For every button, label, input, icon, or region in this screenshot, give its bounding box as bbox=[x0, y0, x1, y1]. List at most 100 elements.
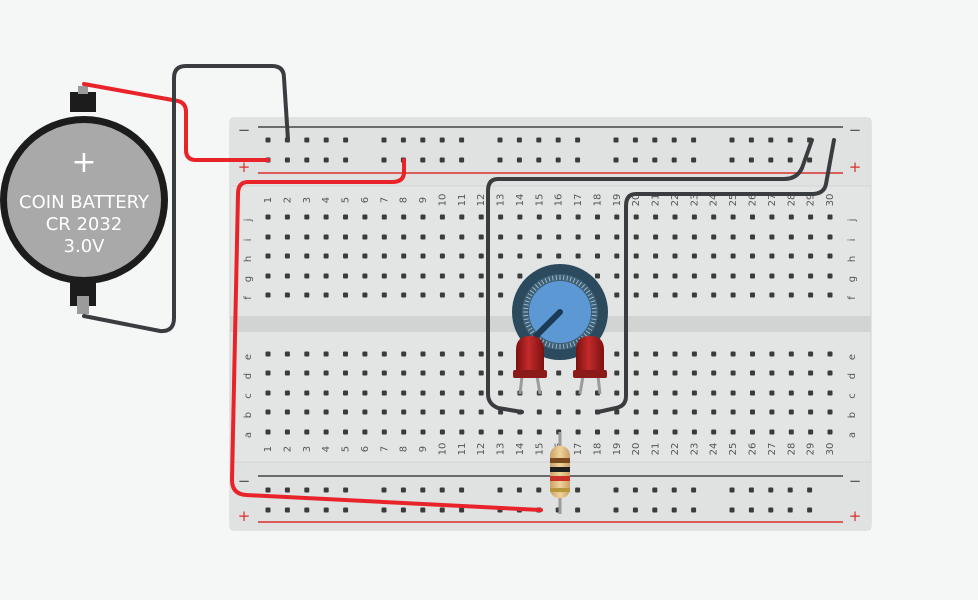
breadboard-hole[interactable] bbox=[691, 409, 697, 415]
breadboard-hole[interactable] bbox=[730, 292, 736, 298]
breadboard-hole[interactable] bbox=[265, 253, 271, 259]
breadboard-hole[interactable] bbox=[808, 429, 814, 435]
breadboard-hole[interactable] bbox=[808, 214, 814, 220]
breadboard-hole[interactable] bbox=[711, 370, 717, 376]
breadboard-hole[interactable] bbox=[459, 390, 465, 396]
breadboard-hole[interactable] bbox=[672, 370, 678, 376]
breadboard-hole[interactable] bbox=[808, 292, 814, 298]
breadboard-hole[interactable] bbox=[497, 157, 503, 163]
breadboard-hole[interactable] bbox=[381, 214, 387, 220]
breadboard-hole[interactable] bbox=[613, 507, 619, 513]
breadboard-hole[interactable] bbox=[768, 507, 774, 513]
breadboard-hole[interactable] bbox=[265, 409, 271, 415]
breadboard-hole[interactable] bbox=[284, 292, 290, 298]
breadboard-hole[interactable] bbox=[653, 292, 659, 298]
breadboard-hole[interactable] bbox=[439, 507, 445, 513]
breadboard-hole[interactable] bbox=[517, 234, 523, 240]
breadboard-hole[interactable] bbox=[284, 253, 290, 259]
breadboard-hole[interactable] bbox=[439, 370, 445, 376]
breadboard-hole[interactable] bbox=[575, 487, 581, 493]
breadboard-hole[interactable] bbox=[362, 429, 368, 435]
breadboard-hole[interactable] bbox=[401, 214, 407, 220]
breadboard-hole[interactable] bbox=[730, 409, 736, 415]
breadboard-hole[interactable] bbox=[343, 273, 348, 279]
wire-black-rail-to-led-right[interactable] bbox=[596, 138, 836, 414]
breadboard-hole[interactable] bbox=[633, 273, 639, 279]
breadboard-hole[interactable] bbox=[498, 214, 504, 220]
breadboard-hole[interactable] bbox=[439, 214, 445, 220]
breadboard-hole[interactable] bbox=[614, 409, 620, 415]
breadboard-hole[interactable] bbox=[439, 253, 445, 259]
breadboard-hole[interactable] bbox=[381, 370, 387, 376]
breadboard-hole[interactable] bbox=[323, 234, 329, 240]
breadboard-hole[interactable] bbox=[729, 507, 735, 513]
breadboard-hole[interactable] bbox=[439, 234, 445, 240]
breadboard-hole[interactable] bbox=[653, 429, 659, 435]
breadboard-hole[interactable] bbox=[788, 409, 794, 415]
breadboard-hole[interactable] bbox=[730, 273, 736, 279]
breadboard-hole[interactable] bbox=[284, 487, 290, 493]
breadboard-hole[interactable] bbox=[827, 253, 833, 259]
breadboard-hole[interactable] bbox=[671, 137, 677, 143]
breadboard-hole[interactable] bbox=[401, 409, 407, 415]
breadboard-hole[interactable] bbox=[400, 507, 406, 513]
breadboard-hole[interactable] bbox=[691, 390, 697, 396]
breadboard-hole[interactable] bbox=[691, 234, 697, 240]
breadboard-hole[interactable] bbox=[265, 370, 271, 376]
led-right[interactable] bbox=[573, 336, 607, 395]
breadboard-hole[interactable] bbox=[498, 351, 504, 357]
breadboard-hole[interactable] bbox=[459, 487, 465, 493]
breadboard-hole[interactable] bbox=[729, 137, 735, 143]
breadboard-hole[interactable] bbox=[768, 487, 774, 493]
breadboard-hole[interactable] bbox=[420, 409, 426, 415]
breadboard-hole[interactable] bbox=[555, 157, 561, 163]
breadboard-hole[interactable] bbox=[536, 234, 542, 240]
breadboard-hole[interactable] bbox=[265, 390, 271, 396]
breadboard-hole[interactable] bbox=[827, 234, 833, 240]
breadboard-hole[interactable] bbox=[575, 157, 581, 163]
breadboard-hole[interactable] bbox=[652, 487, 658, 493]
breadboard-hole[interactable] bbox=[420, 390, 426, 396]
breadboard-hole[interactable] bbox=[769, 390, 775, 396]
breadboard-hole[interactable] bbox=[381, 351, 387, 357]
breadboard-hole[interactable] bbox=[748, 507, 754, 513]
breadboard-hole[interactable] bbox=[827, 429, 833, 435]
breadboard-hole[interactable] bbox=[614, 351, 620, 357]
breadboard-hole[interactable] bbox=[536, 157, 542, 163]
breadboard-hole[interactable] bbox=[827, 351, 833, 357]
breadboard-hole[interactable] bbox=[730, 390, 736, 396]
breadboard-hole[interactable] bbox=[536, 409, 542, 415]
breadboard-hole[interactable] bbox=[691, 507, 697, 513]
breadboard-hole[interactable] bbox=[439, 390, 445, 396]
breadboard-hole[interactable] bbox=[265, 487, 271, 493]
breadboard-hole[interactable] bbox=[517, 429, 523, 435]
breadboard-hole[interactable] bbox=[284, 273, 290, 279]
breadboard-hole[interactable] bbox=[691, 157, 697, 163]
breadboard-hole[interactable] bbox=[788, 253, 794, 259]
breadboard-hole[interactable] bbox=[729, 157, 735, 163]
breadboard-hole[interactable] bbox=[556, 390, 562, 396]
breadboard-hole[interactable] bbox=[401, 351, 407, 357]
breadboard-hole[interactable] bbox=[632, 157, 638, 163]
breadboard-hole[interactable] bbox=[362, 234, 368, 240]
breadboard-hole[interactable] bbox=[711, 234, 717, 240]
breadboard-hole[interactable] bbox=[672, 409, 678, 415]
breadboard-hole[interactable] bbox=[827, 273, 833, 279]
breadboard-hole[interactable] bbox=[497, 487, 503, 493]
breadboard-hole[interactable] bbox=[652, 507, 658, 513]
breadboard-hole[interactable] bbox=[439, 292, 445, 298]
breadboard-hole[interactable] bbox=[381, 390, 387, 396]
wire-black-rail-to-led-left[interactable] bbox=[486, 138, 814, 414]
wire-red-rail-to-resistor[interactable] bbox=[229, 158, 543, 512]
breadboard-hole[interactable] bbox=[653, 273, 659, 279]
breadboard-hole[interactable] bbox=[401, 390, 407, 396]
breadboard-hole[interactable] bbox=[672, 292, 678, 298]
breadboard-hole[interactable] bbox=[420, 253, 426, 259]
breadboard-hole[interactable] bbox=[517, 214, 523, 220]
breadboard-hole[interactable] bbox=[381, 429, 387, 435]
breadboard-hole[interactable] bbox=[478, 253, 484, 259]
breadboard-hole[interactable] bbox=[633, 253, 639, 259]
breadboard-hole[interactable] bbox=[439, 273, 445, 279]
breadboard-hole[interactable] bbox=[691, 487, 697, 493]
breadboard-hole[interactable] bbox=[516, 487, 522, 493]
